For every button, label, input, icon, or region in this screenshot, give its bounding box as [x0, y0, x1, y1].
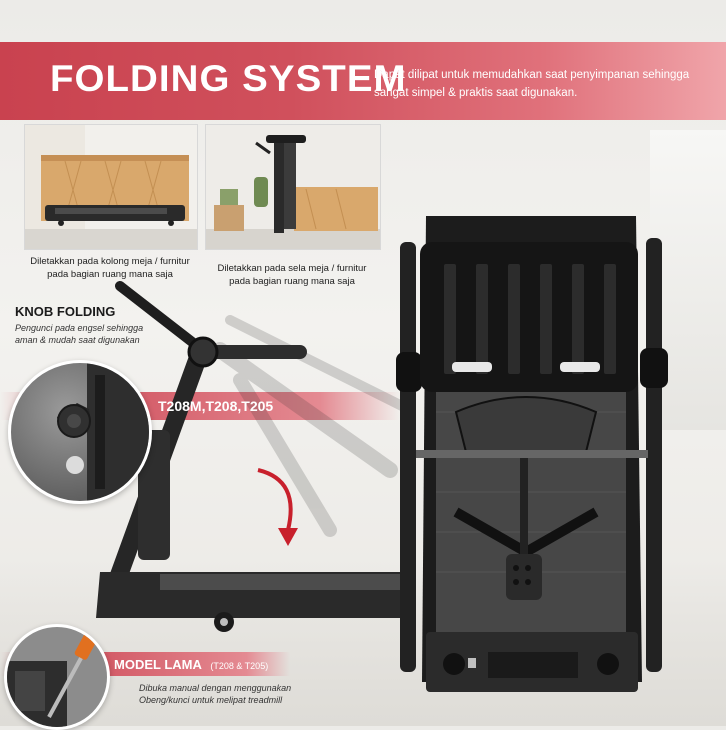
photo1-caption-line1: Diletakkan pada kolong meja / furnitur	[30, 256, 190, 267]
model-lama-desc-line2: Obeng/kunci untuk melipat treadmill	[139, 695, 283, 705]
photo1-caption-line2: pada bagian ruang mana saja	[47, 269, 173, 280]
screwdriver-icon	[7, 632, 98, 727]
header-banner	[0, 42, 726, 120]
photo-beside-furniture	[205, 124, 381, 250]
knob-folding-title: KNOB FOLDING	[15, 304, 116, 319]
knob-models-label: T208M,T208,T205	[158, 398, 274, 414]
folded-treadmill-front	[396, 216, 668, 692]
model-lama-models: (T208 & T205)	[210, 661, 269, 671]
model-lama-title: MODEL LAMA	[114, 657, 202, 672]
knob-desc-line1: Pengunci pada engsel sehingga	[15, 323, 144, 333]
knob-closeup	[8, 360, 152, 504]
screwdriver-closeup	[4, 624, 110, 730]
knob-desc-line2: aman & mudah saat digunakan	[15, 335, 140, 345]
knob-icon	[57, 363, 149, 501]
page-title: FOLDING SYSTEM	[50, 58, 407, 99]
model-lama-desc-line1: Dibuka manual dengan menggunakan	[139, 683, 292, 693]
photo-under-furniture	[24, 124, 198, 250]
photo2-caption: Diletakkan pada sela meja / furnitur pad…	[197, 262, 387, 288]
photo-under-furniture-image	[25, 125, 197, 249]
photo2-caption-line2: pada bagian ruang mana saja	[229, 276, 355, 287]
photo-beside-furniture-image	[206, 125, 380, 249]
header-description: Dapat dilipat untuk memudahkan saat peny…	[374, 69, 690, 99]
model-lama-heading: MODEL LAMA (T208 & T205)	[114, 656, 268, 674]
model-lama-desc: Dibuka manual dengan menggunakan Obeng/k…	[139, 682, 339, 706]
knob-folding-desc: Pengunci pada engsel sehingga aman & mud…	[15, 322, 205, 346]
photo1-caption: Diletakkan pada kolong meja / furnitur p…	[15, 255, 205, 281]
photo2-caption-line1: Diletakkan pada sela meja / furnitur	[217, 263, 367, 274]
